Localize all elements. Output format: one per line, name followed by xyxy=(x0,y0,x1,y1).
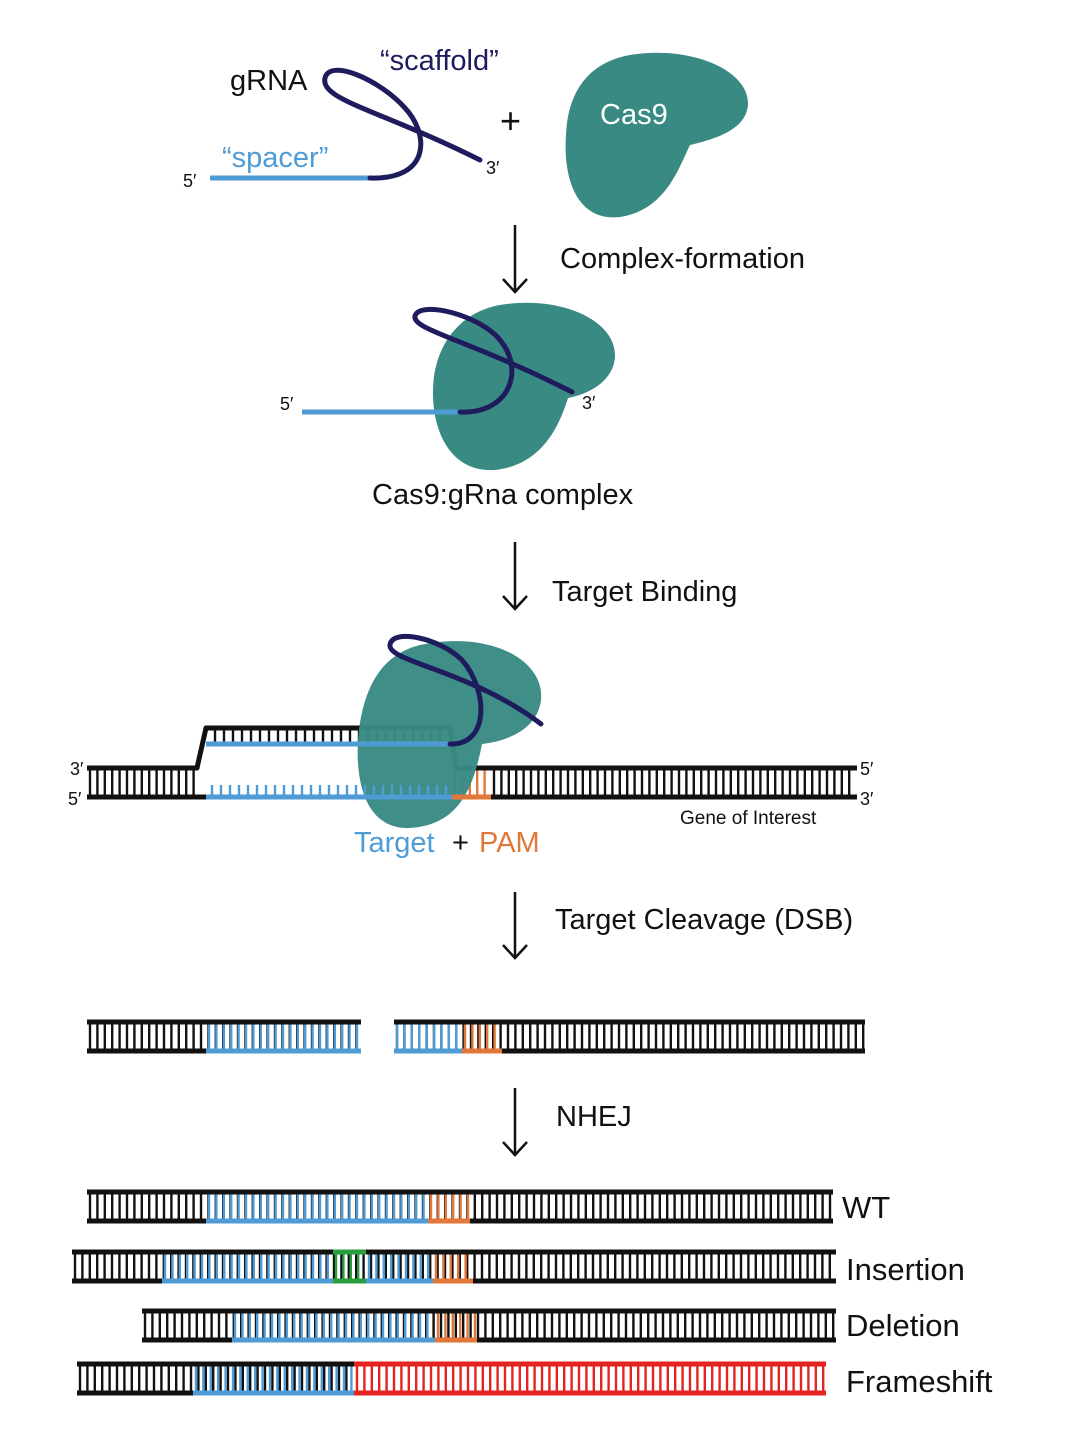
cas9-complex-protein xyxy=(432,302,615,471)
non-target-strand xyxy=(87,725,857,771)
pam-label: PAM xyxy=(479,827,540,859)
bound-scaffold-strand xyxy=(387,634,544,747)
bound-5prime-left-label: 5′ xyxy=(68,789,82,809)
bound-3prime-right-label: 3′ xyxy=(860,789,874,809)
complex-formation-label: Complex-formation xyxy=(560,243,805,275)
wt-label: WT xyxy=(842,1190,890,1225)
cas9-protein xyxy=(565,52,749,218)
frameshift-dna xyxy=(77,1361,826,1396)
complex-scaffold-strand xyxy=(412,306,575,415)
plus-sign: + xyxy=(500,100,521,141)
wt-dna xyxy=(87,1189,833,1224)
grna-5prime-label: 5′ xyxy=(183,171,197,191)
target-label: Target xyxy=(354,827,435,859)
bound-cas9-protein xyxy=(357,641,542,829)
complex-name-label: Cas9:gRna complex xyxy=(372,479,634,511)
nhej-label: NHEJ xyxy=(556,1101,632,1133)
cleaved-dna-right-fragment xyxy=(394,1019,865,1054)
arrow-down-icon xyxy=(502,542,528,611)
arrow-down-icon xyxy=(502,225,528,294)
cleaved-dna-left-fragment xyxy=(87,1019,361,1054)
insertion-dna xyxy=(72,1249,836,1284)
scaffold-label: “scaffold” xyxy=(380,45,499,77)
bound-5prime-right-label: 5′ xyxy=(860,759,874,779)
complex-5prime-label: 5′ xyxy=(280,394,294,414)
deletion-label: Deletion xyxy=(846,1308,960,1343)
gene-of-interest-label: Gene of Interest xyxy=(680,808,817,829)
target-binding-label: Target Binding xyxy=(552,576,737,608)
scaffold-strand xyxy=(322,67,483,181)
insertion-label: Insertion xyxy=(846,1252,965,1287)
bound-3prime-left-label: 3′ xyxy=(70,759,84,779)
complex-3prime-label: 3′ xyxy=(582,393,596,413)
arrow-down-icon xyxy=(502,1088,528,1157)
grna-3prime-label: 3′ xyxy=(486,158,500,178)
cas9-label: Cas9 xyxy=(600,99,668,131)
grna-label: gRNA xyxy=(230,65,308,97)
target-cleavage-label: Target Cleavage (DSB) xyxy=(555,904,853,936)
deletion-dna xyxy=(142,1308,836,1343)
arrow-down-icon xyxy=(502,892,528,960)
frameshift-label: Frameshift xyxy=(846,1364,993,1399)
target-plus-sign: + xyxy=(452,827,469,859)
dna-base-pairs xyxy=(88,768,851,797)
grna-molecule xyxy=(210,67,483,181)
spacer-label: “spacer” xyxy=(222,142,328,174)
bound-dna xyxy=(87,725,857,800)
